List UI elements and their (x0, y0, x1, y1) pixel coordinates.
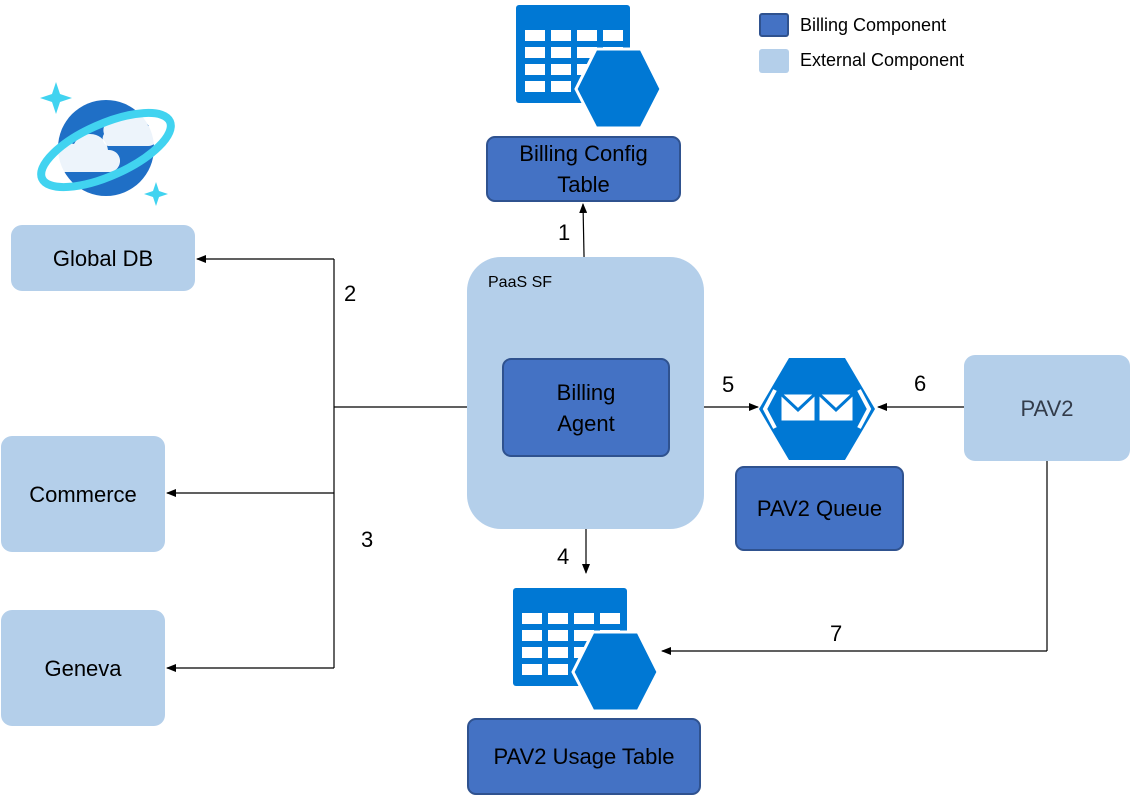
step-1-label: 1 (558, 220, 571, 245)
pav2-usage-table-label: PAV2 Usage Table (493, 744, 675, 769)
billing-config-table-node: Billing Config Table (486, 136, 681, 202)
legend-billing-swatch (759, 13, 789, 37)
paas-sf-label: PaaS SF (488, 274, 553, 291)
commerce-label: Commerce (29, 481, 137, 507)
pav2-queue-node: PAV2 Queue (735, 466, 904, 551)
step-2-label: 2 (344, 281, 357, 306)
global-db-node: Global DB (11, 225, 195, 291)
legend-external-swatch (759, 49, 789, 73)
step-7-label: 7 (830, 621, 843, 646)
geneva-label: Geneva (44, 655, 122, 681)
step-4-label: 4 (557, 544, 570, 569)
commerce-node: Commerce (1, 436, 165, 552)
billing-config-table-label: Billing Config Table (519, 141, 648, 197)
step-6-label: 6 (914, 371, 927, 396)
queue-storage-icon (759, 358, 875, 460)
step-5-label: 5 (722, 372, 735, 397)
pav2-queue-label: PAV2 Queue (756, 496, 883, 521)
legend-billing-label: Billing Component (800, 15, 947, 35)
step-3-label: 3 (361, 527, 374, 552)
global-db-label: Global DB (52, 245, 154, 271)
legend-external-label: External Component (800, 50, 965, 70)
billing-agent-node: Billing Agent (502, 358, 670, 457)
pav2-label: PAV2 (1020, 395, 1074, 421)
pav2-usage-table-node: PAV2 Usage Table (467, 718, 701, 795)
billing-agent-label: Billing Agent (556, 379, 616, 436)
pav2-node: PAV2 (964, 355, 1130, 461)
cosmos-db-icon (37, 82, 175, 206)
geneva-node: Geneva (1, 610, 165, 726)
table-storage-icon (516, 5, 663, 130)
table-storage-icon (513, 588, 660, 713)
